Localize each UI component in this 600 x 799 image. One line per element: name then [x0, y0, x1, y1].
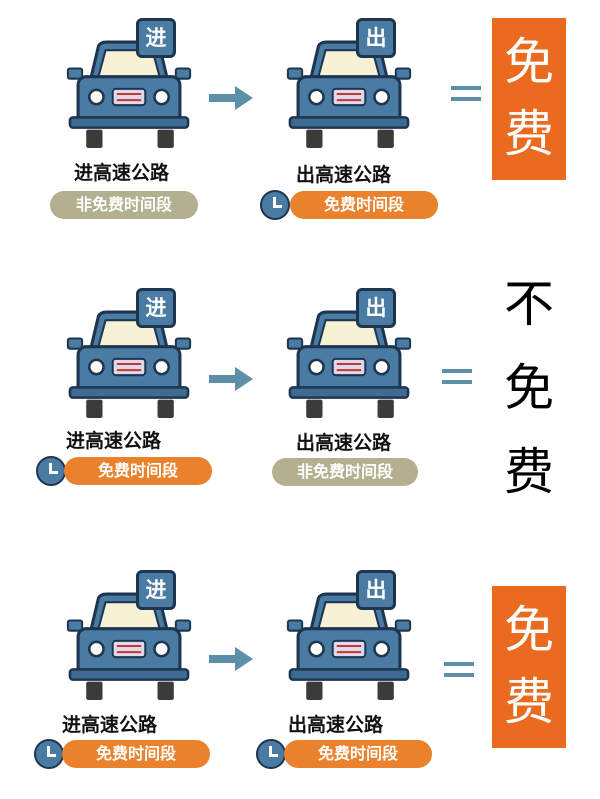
result-char: 免 [504, 33, 554, 91]
clock-icon [256, 739, 286, 769]
entry-time-pill: 免费时间段 [62, 740, 210, 768]
exit-label: 出高速公路 [288, 714, 384, 736]
exit-time-pill: 非免费时间段 [272, 458, 418, 486]
entry-label: 进高速公路 [74, 162, 170, 184]
entry-time-pill: 免费时间段 [64, 457, 212, 485]
arrow-icon [209, 647, 253, 671]
exit-time-pill: 免费时间段 [284, 740, 432, 768]
exit-badge: 出 [356, 288, 396, 328]
equals-sign [442, 369, 472, 385]
exit-time-pill: 免费时间段 [290, 191, 438, 219]
entry-badge: 进 [136, 570, 176, 610]
clock-icon [34, 739, 64, 769]
result-not-free-text: 不 免 费 [499, 262, 559, 514]
exit-label: 出高速公路 [296, 164, 392, 186]
exit-car: 出 [286, 570, 412, 702]
equals-sign [451, 86, 481, 102]
exit-car: 出 [286, 18, 412, 150]
equals-sign [444, 662, 474, 678]
entry-car: 进 [66, 570, 192, 702]
entry-car: 进 [66, 18, 192, 150]
result-char: 费 [504, 105, 554, 163]
arrow-icon [209, 367, 253, 391]
clock-icon [260, 190, 290, 220]
entry-car: 进 [66, 288, 192, 420]
exit-badge: 出 [356, 18, 396, 58]
entry-badge: 进 [136, 18, 176, 58]
exit-car: 出 [286, 288, 412, 420]
result-char: 费 [504, 673, 554, 731]
scenario-row-3: 进 进高速公路 免费时间段 出 出高速公路 免费时间段 免 费 [0, 538, 600, 798]
arrow-icon [209, 86, 253, 110]
entry-time-pill: 非免费时间段 [50, 191, 198, 219]
scenario-row-2: 进 进高速公路 免费时间段 出 出高速公路 非免费时间段 不 免 费 [0, 262, 600, 522]
entry-label: 进高速公路 [66, 430, 162, 452]
entry-label: 进高速公路 [62, 714, 158, 736]
result-free-box: 免 费 [492, 586, 566, 748]
result-free-box: 免 费 [492, 18, 566, 180]
result-char: 免 [504, 601, 554, 659]
result-char: 免 [504, 359, 554, 417]
exit-badge: 出 [356, 570, 396, 610]
result-char: 不 [504, 275, 554, 333]
entry-badge: 进 [136, 288, 176, 328]
clock-icon [36, 456, 66, 486]
exit-label: 出高速公路 [296, 432, 392, 454]
result-char: 费 [504, 443, 554, 501]
scenario-row-1: 进 进高速公路 非免费时间段 出 出高速公路 免费时间段 免 费 [0, 0, 600, 260]
